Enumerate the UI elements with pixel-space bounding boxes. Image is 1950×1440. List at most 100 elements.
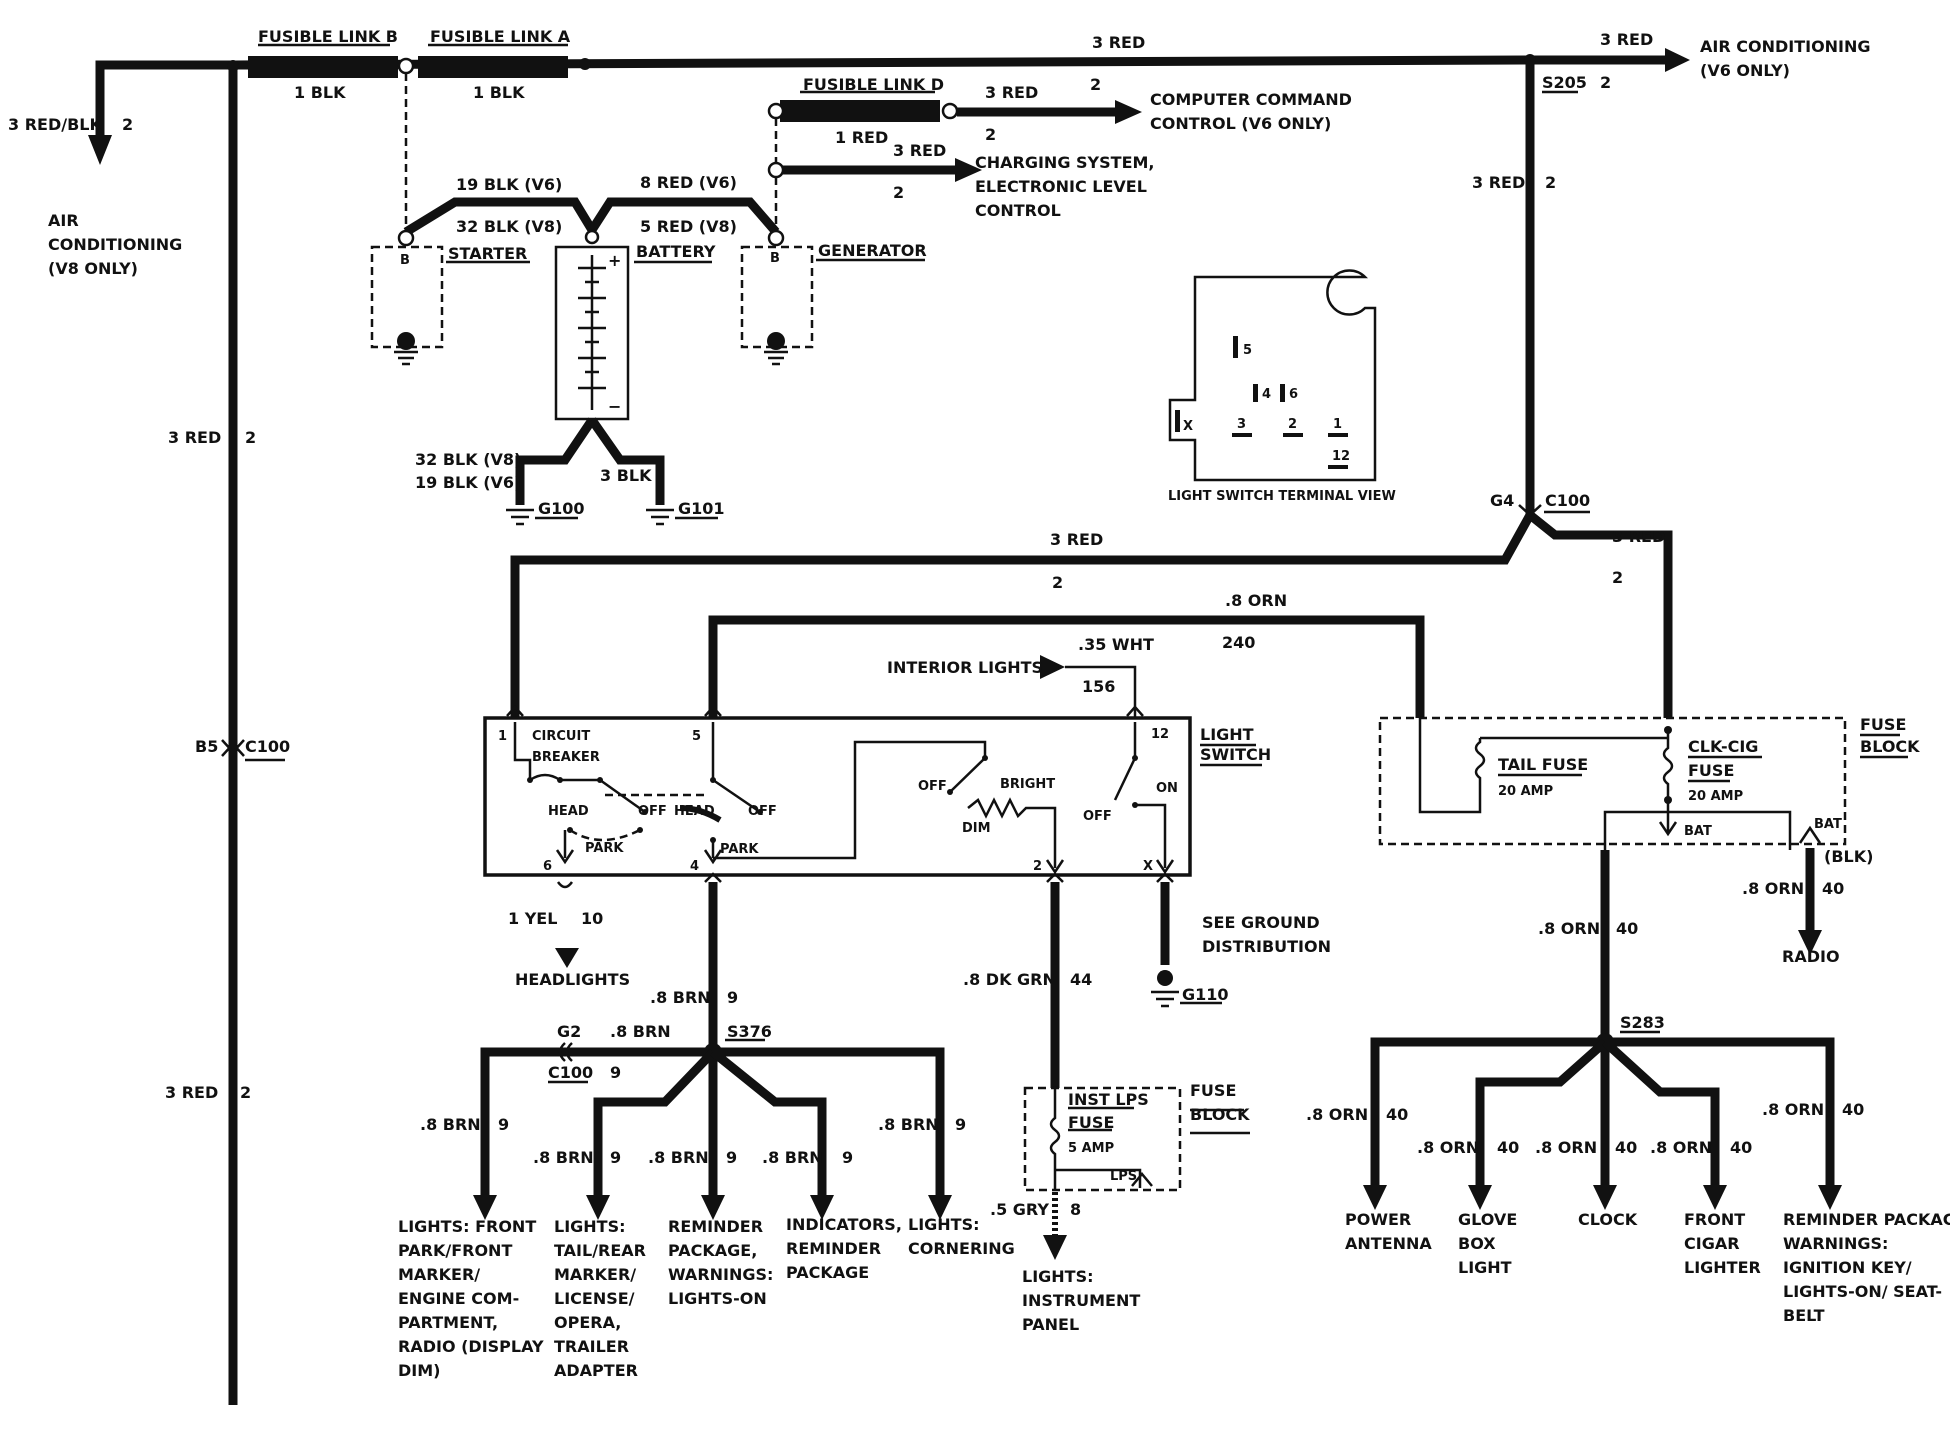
computer-command-line2: CONTROL (V6 ONLY) — [1150, 114, 1331, 133]
wire-label-3red-d: 3 RED — [985, 83, 1038, 102]
wire-label-1blk-a: 1 BLK — [294, 83, 346, 102]
dest-glove-1: GLOVE — [1458, 1210, 1517, 1229]
fuse-block-center-box — [1023, 1086, 1182, 1192]
headlights-arrow — [555, 948, 579, 968]
circuit-2-s205: 2 — [1600, 73, 1611, 92]
wire-label-5red-v8: 5 RED (V8) — [640, 217, 737, 236]
park-1-link — [569, 828, 641, 842]
wire-label-3red-charge: 3 RED — [893, 141, 946, 160]
wire-label-brn-b4: .8 BRN — [762, 1148, 823, 1167]
fusible-link-d-output — [941, 102, 959, 120]
bat-2-terminal — [1798, 825, 1822, 844]
pin-x-arrow — [1155, 859, 1175, 875]
light-switch — [483, 705, 1192, 877]
wire-label-brn-b2: .8 BRN — [533, 1148, 594, 1167]
battery-label: BATTERY — [636, 242, 716, 261]
circuit-8: 8 — [1070, 1200, 1081, 1219]
dest-reminder2-2: WARNINGS: — [1783, 1234, 1888, 1253]
generator-b-terminal — [767, 229, 785, 247]
wire-35wht-156 — [1065, 665, 1137, 718]
wire-branch-cornering — [713, 1047, 945, 1195]
dest-front-park-6: RADIO (DISPLAY — [398, 1337, 544, 1356]
circuit-2-cc: 2 — [985, 125, 996, 144]
interior-switch-out — [1135, 803, 1167, 868]
circuit-breaker-link — [513, 722, 532, 780]
radio-label: RADIO — [1782, 947, 1840, 966]
wire-battery-generator — [588, 197, 780, 235]
g2-connector — [558, 1042, 573, 1062]
wire-label-8red-v6: 8 RED (V6) — [640, 173, 737, 192]
brn-connector — [704, 872, 722, 883]
pin-6-label: 6 — [543, 859, 552, 874]
inst-lps-fuse-element — [1049, 1088, 1061, 1190]
c100-left-label: C100 — [245, 737, 290, 756]
battery-minus: − — [608, 397, 621, 416]
circuit-40-o4: 40 — [1730, 1138, 1752, 1157]
pin-1-connector — [506, 705, 524, 717]
terminal-12-blade — [1328, 465, 1348, 469]
circuit-2-charge: 2 — [893, 183, 904, 202]
arrow-instrument — [1043, 1235, 1067, 1260]
fuse-block-right-line1: FUSE — [1860, 715, 1906, 734]
terminal-6-blade — [1280, 384, 1285, 402]
dest-front-park-7: DIM) — [398, 1361, 440, 1380]
terminal-1-blade — [1328, 433, 1348, 437]
arrow-tail — [586, 1195, 610, 1220]
terminal-2-blade — [1283, 433, 1303, 437]
circuit-9-main: 9 — [727, 988, 738, 1007]
arrow-reminder2 — [1818, 1185, 1842, 1210]
generator-ground-dot — [767, 332, 785, 350]
wire-branch-reminder2 — [1605, 1037, 1835, 1185]
ac-v8-arrow — [88, 135, 112, 165]
lps-terminal — [1131, 1172, 1153, 1187]
wire-label-brn-main: .8 BRN — [650, 988, 711, 1007]
battery-cells-icon — [578, 255, 606, 410]
starter-box — [370, 245, 444, 349]
circuit-44: 44 — [1070, 970, 1092, 989]
wire-label-dk-grn: .8 DK GRN — [963, 970, 1056, 989]
on-label: ON — [1156, 781, 1178, 796]
g110-label: G110 — [1182, 985, 1229, 1004]
terminal-5-label: 5 — [1243, 343, 1252, 358]
terminal-4-label: 4 — [1262, 387, 1271, 402]
wire-starter-battery — [403, 197, 596, 236]
pin-12-label: 12 — [1151, 727, 1169, 742]
pin-4-arrow — [703, 849, 723, 865]
dest-indicators-2: REMINDER — [786, 1239, 881, 1258]
top-feed-wires — [88, 48, 1690, 1405]
tail-fuse-element — [1474, 738, 1486, 790]
dest-tail-3: MARKER/ — [554, 1265, 636, 1284]
wire-label-3red-blk: 3 RED/BLK — [8, 115, 102, 134]
brn-branches — [473, 1042, 952, 1220]
wire-label-brn-b1: .8 BRN — [420, 1115, 481, 1134]
wire-label-35wht: .35 WHT — [1078, 635, 1154, 654]
arrow-cornering — [928, 1195, 952, 1220]
terminal-5-blade — [1233, 336, 1238, 358]
off-2-label: OFF — [748, 804, 777, 819]
dest-antenna-1: POWER — [1345, 1210, 1411, 1229]
wire-label-orn-o2: .8 ORN — [1417, 1138, 1479, 1157]
fusible-link-junction — [397, 57, 415, 75]
circuit-40-o1: 40 — [1386, 1105, 1408, 1124]
dimmer-switch — [949, 757, 986, 793]
wire-label-brn-b3: .8 BRN — [648, 1148, 709, 1167]
wire-branch-cigar — [1601, 1038, 1720, 1185]
feed-splice-dot — [579, 58, 591, 70]
dim-label: DIM — [962, 821, 991, 836]
circuit-2-fuse: 2 — [1612, 568, 1623, 587]
g101-ground-icon — [646, 508, 674, 526]
dest-instrument-3: PANEL — [1022, 1315, 1079, 1334]
dest-tail-1: LIGHTS: — [554, 1217, 626, 1236]
dest-tail-2: TAIL/REAR — [554, 1241, 646, 1260]
head-1-label: HEAD — [548, 804, 589, 819]
wire-label-3red-lower: 3 RED — [165, 1083, 218, 1102]
terminal-view-title: LIGHT SWITCH TERMINAL VIEW — [1168, 489, 1396, 504]
bat-1-terminal — [1658, 812, 1678, 837]
circuit-breaker-line2: BREAKER — [532, 750, 600, 765]
radio-arrow — [1798, 930, 1822, 955]
ground-connector — [1156, 872, 1174, 883]
clk-cig-line1: CLK-CIG — [1688, 737, 1758, 756]
g2-label: G2 — [557, 1022, 581, 1041]
inst-lps-amp: 5 AMP — [1068, 1141, 1114, 1156]
